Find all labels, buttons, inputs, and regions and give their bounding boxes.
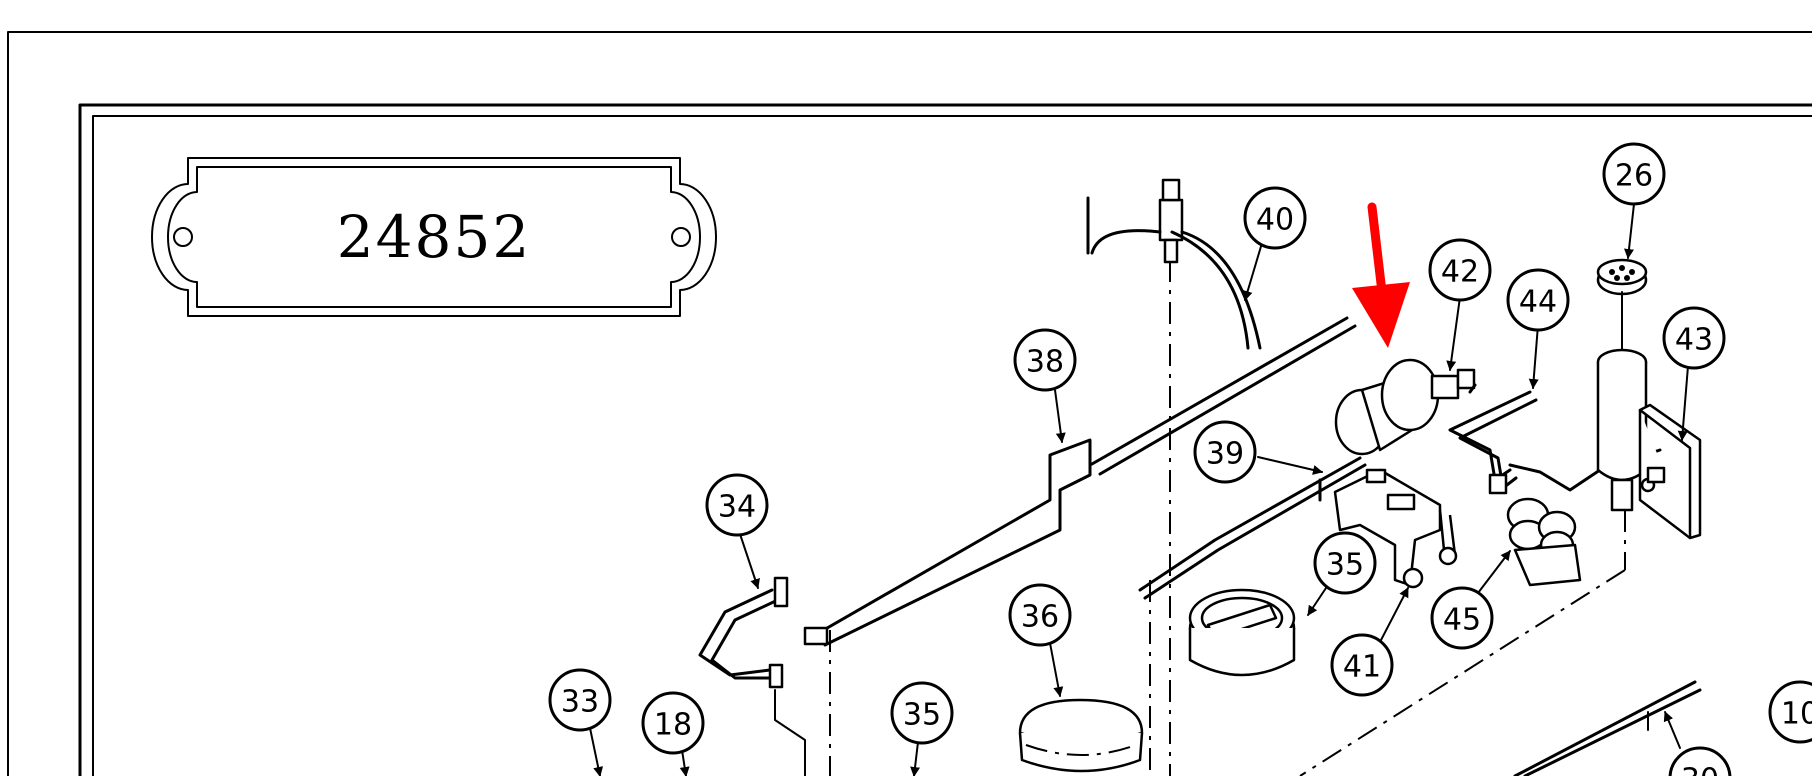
svg-text:39: 39 [1206,437,1244,472]
svg-text:45: 45 [1443,603,1481,638]
part-35-cover [1188,588,1296,677]
callout-34: 34 [705,473,769,537]
outer-frame [7,31,1812,776]
svg-text:35: 35 [1326,548,1364,583]
callout-35-lower: 35 [890,681,954,745]
svg-text:18: 18 [654,708,692,743]
svg-text:38: 38 [1026,345,1064,380]
plate-number: 24852 [337,203,532,271]
callout-36: 36 [1008,583,1072,647]
svg-text:30: 30 [1681,763,1719,776]
leader-lines [589,203,1689,776]
svg-text:36: 36 [1021,600,1059,635]
callout-43: 43 [1662,306,1726,370]
callout-39: 39 [1193,420,1257,484]
part-36-dome [1018,698,1144,773]
callout-42: 42 [1428,238,1492,302]
svg-text:42: 42 [1441,255,1479,290]
part-40-hose [1086,178,1262,350]
svg-text:43: 43 [1675,323,1713,358]
rods [803,316,1367,647]
svg-text:34: 34 [718,490,756,525]
plate-hole-right [671,227,691,247]
callout-44: 44 [1506,268,1570,332]
callout-33: 33 [548,668,612,732]
svg-text:41: 41 [1343,650,1381,685]
svg-text:33: 33 [561,685,599,720]
callout-10: 10 [1768,680,1812,744]
svg-text:44: 44 [1519,285,1557,320]
callout-18: 18 [641,691,705,755]
svg-text:40: 40 [1256,203,1294,238]
title-plate: 24852 [151,157,717,317]
highlight-arrow [1352,202,1410,348]
part-34-tube [698,576,806,776]
center-lines [829,260,1626,776]
callout-45: 45 [1430,586,1494,650]
svg-text:10: 10 [1781,697,1812,732]
callout-30: 30 [1668,746,1732,776]
callout-41: 41 [1330,633,1394,697]
callout-38: 38 [1013,328,1077,392]
part-26-cap [1596,258,1648,296]
svg-text:35: 35 [903,698,941,733]
part-30-rod [1513,680,1702,776]
plate-hole-left [173,227,193,247]
callout-35-upper: 35 [1313,531,1377,595]
part-45-filters [1506,497,1582,587]
callout-26: 26 [1602,142,1666,206]
part-42-valve [1334,358,1477,456]
svg-text:26: 26 [1615,159,1653,194]
part-41-bracket [1333,468,1458,589]
callout-40: 40 [1243,186,1307,250]
